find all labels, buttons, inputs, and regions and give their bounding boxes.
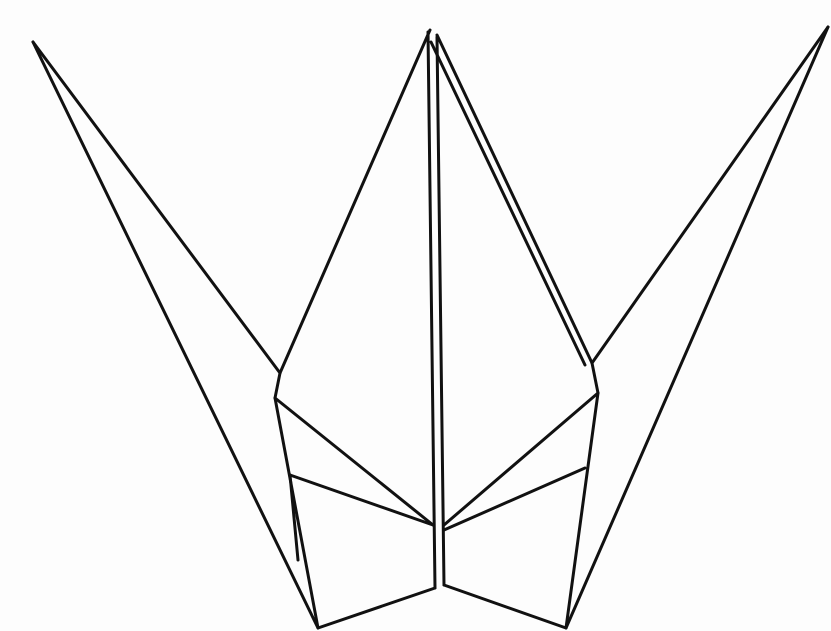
right-bottom-edge — [444, 585, 566, 628]
center-right-edge — [437, 35, 592, 363]
left-flap — [33, 42, 318, 628]
left-diagonal-crease-lower — [290, 475, 433, 525]
right-diagonal-crease-lower — [444, 468, 585, 530]
left-body-side — [275, 398, 318, 628]
left-diagonal-crease-upper — [275, 398, 433, 525]
right-flap-outer-edge — [566, 27, 828, 628]
left-flap-outer-edge — [33, 42, 318, 628]
center-right-edge-double — [431, 42, 585, 365]
right-flap-inner-edge — [592, 27, 828, 363]
right-body-panel — [444, 363, 598, 628]
center-fold-left — [428, 32, 435, 588]
central-point — [280, 30, 592, 588]
left-bottom-edge — [318, 588, 435, 628]
center-left-edge — [280, 30, 430, 373]
right-diagonal-crease-upper — [444, 393, 598, 525]
right-flap — [566, 27, 828, 628]
left-shoulder-edge — [275, 373, 280, 398]
center-fold-right — [437, 37, 444, 585]
right-shoulder-edge — [592, 363, 598, 393]
left-flap-inner-edge — [33, 42, 280, 373]
